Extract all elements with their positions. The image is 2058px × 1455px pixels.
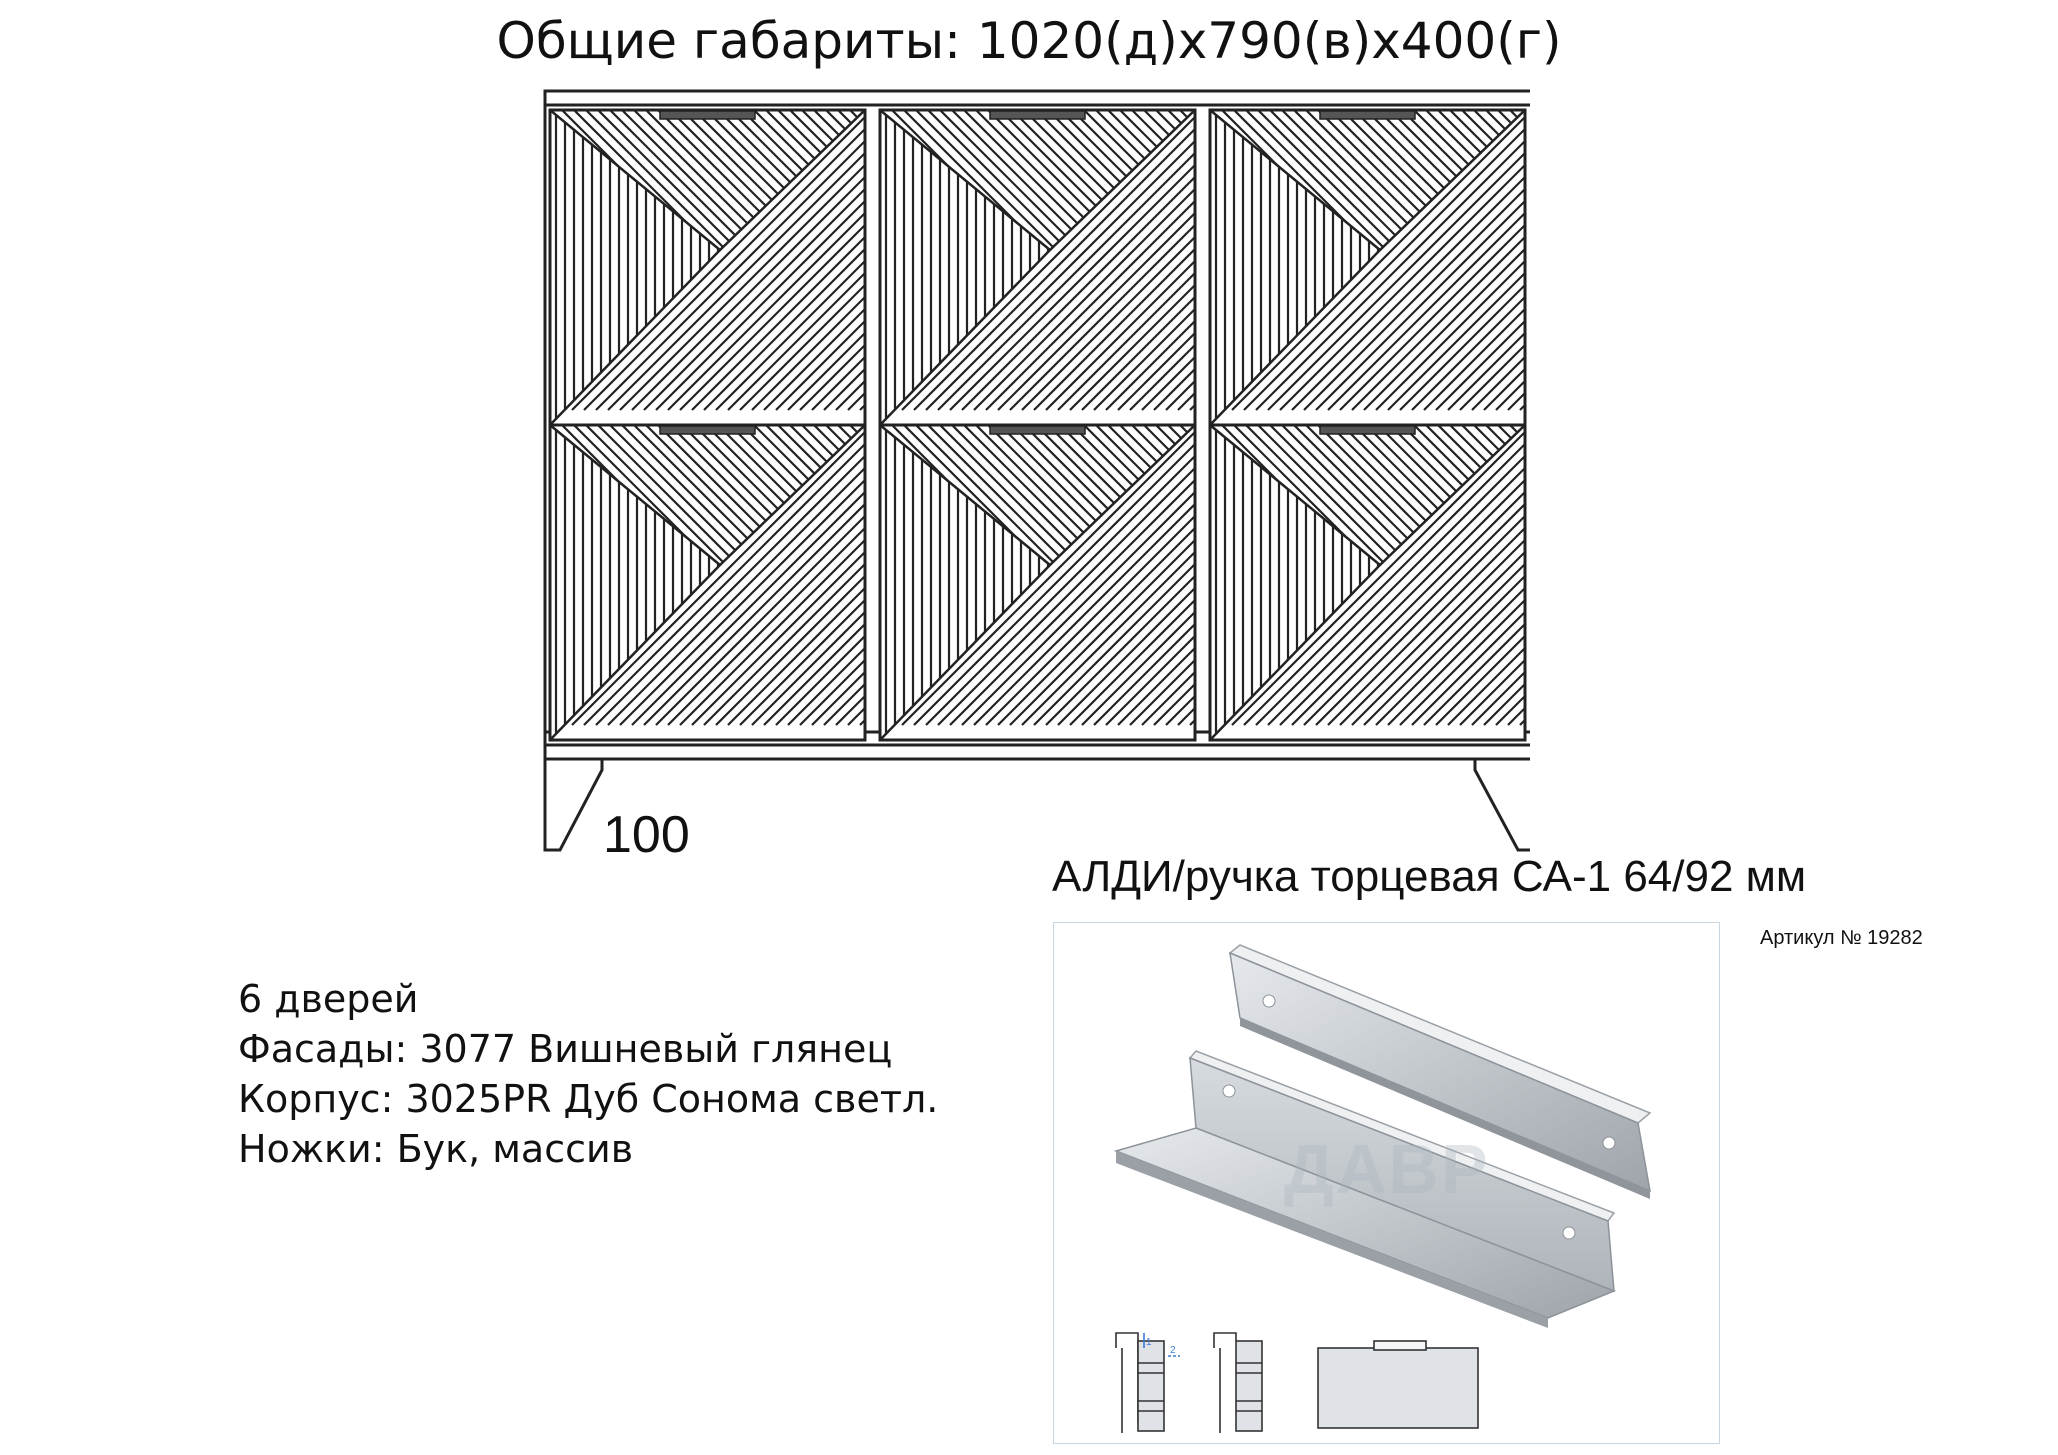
spec-body: Корпус: 3025PR Дуб Сонома светл.: [238, 1077, 939, 1121]
cabinet-top-panel: [543, 89, 1530, 107]
install-diagram-label-2: 2: [1170, 1345, 1176, 1356]
spec-legs: Ножки: Бук, массив: [238, 1127, 634, 1171]
handle-article: Артикул № 19282: [1760, 927, 1923, 949]
leg-right: [1473, 757, 1530, 852]
dimensions-title: Общие габариты: 1020(д)х790(в)х400(г): [496, 12, 1562, 70]
cabinet-plinth: [543, 743, 1530, 761]
handle-illustration: ДАВР 1 2: [1113, 944, 1652, 1433]
leg-left: [543, 757, 604, 852]
cabinet-drawing: [530, 80, 1530, 852]
handle-photo: ДАВР 1 2: [1053, 922, 1720, 1444]
leg-height-label: 100: [603, 806, 690, 864]
install-diagram-2: [1213, 1332, 1263, 1433]
watermark-text: ДАВР: [1284, 1130, 1490, 1208]
install-diagram-3: [1317, 1340, 1479, 1429]
handle-title: АЛДИ/ручка торцевая СА-1 64/92 мм: [1052, 852, 1807, 901]
install-diagram-1: [1115, 1332, 1180, 1433]
handle-profile-front: [1113, 1050, 1617, 1328]
handle-profile-back: [1228, 944, 1652, 1199]
install-diagram-label-1: 1: [1146, 1337, 1152, 1348]
spec-facades: Фасады: 3077 Вишневый глянец: [238, 1027, 893, 1071]
specs-block: 6 дверей Фасады: 3077 Вишневый глянец Ко…: [238, 974, 938, 1174]
spec-doors: 6 дверей: [238, 977, 419, 1021]
